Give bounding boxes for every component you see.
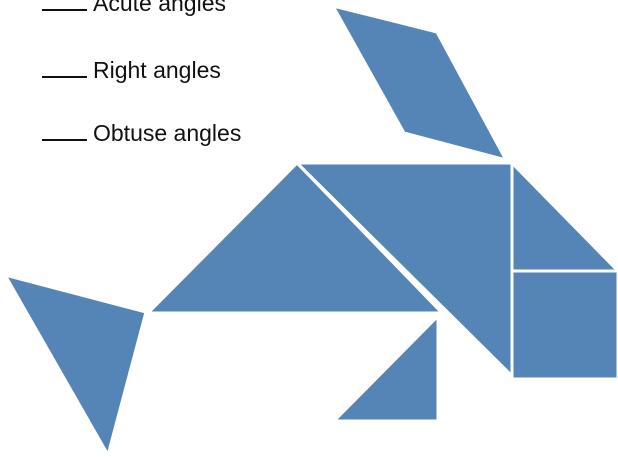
acute-angles-label: Acute angles	[93, 0, 226, 16]
parallelogram-ear	[329, 3, 509, 163]
obtuse-angles-answer-blank[interactable]	[42, 121, 87, 141]
acute-angles-prompt: Acute angles	[42, 0, 226, 15]
square-chest	[510, 269, 618, 381]
medium-triangle-head	[510, 159, 618, 273]
obtuse-angles-label: Obtuse angles	[93, 120, 242, 146]
obtuse-angles-prompt: Obtuse angles	[42, 121, 241, 145]
acute-angles-answer-blank[interactable]	[42, 0, 87, 11]
small-triangle-tail	[1, 272, 148, 457]
large-triangle-body	[144, 160, 446, 315]
right-angles-prompt: Right angles	[42, 58, 221, 82]
right-angles-label: Right angles	[93, 57, 221, 83]
small-triangle-foot	[330, 312, 440, 423]
right-angles-answer-blank[interactable]	[42, 58, 87, 78]
